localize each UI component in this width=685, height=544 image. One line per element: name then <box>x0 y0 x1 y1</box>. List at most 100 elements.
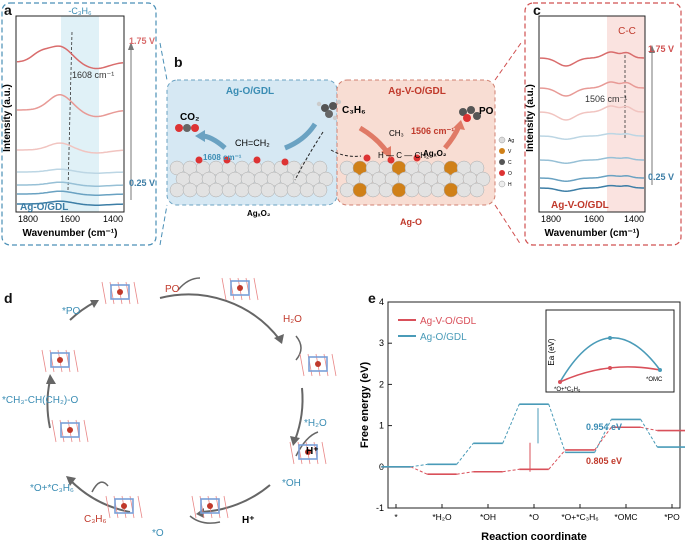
c-spectrum-curve <box>539 174 644 182</box>
lattice-line <box>191 495 197 519</box>
e-energy-connector <box>410 463 428 468</box>
cluster-frame <box>50 352 70 368</box>
b-reactant: C₃H₆ <box>342 105 366 116</box>
d-star-h2o: *H₂O <box>304 418 327 429</box>
c3h6-molecule <box>316 99 342 121</box>
cluster-frame <box>200 498 220 514</box>
e-xlabel: Reaction coordinate <box>481 531 587 543</box>
b-right-title: Ag-V-O/GDL <box>388 86 446 97</box>
e-xtick-label: *OH <box>480 512 496 522</box>
cluster-o-atom <box>315 361 321 367</box>
d-h-plus-1: H⁺ <box>306 446 319 457</box>
e-xtick-label: * <box>394 512 398 522</box>
b-left-title: Ag-O/GDL <box>226 86 274 97</box>
c-spectrum-curve <box>539 184 644 192</box>
lattice-line <box>41 349 47 373</box>
ag-atom <box>221 182 237 198</box>
a-ylabel: Intensity (a.u.) <box>2 84 13 152</box>
panel-letter-a: a <box>4 2 12 18</box>
b-h-c-ch2: H — C — CH₂ <box>378 151 429 160</box>
panel-d-cycle: PO H₂O *H₂O H⁺ *OH H⁺ *O C₃H₆ *O+*C₃H₆ *… <box>2 277 337 539</box>
ag-atom <box>247 182 263 198</box>
b-ch-ch2: CH=CH₂ <box>235 138 270 148</box>
b-atom-legend: Ag V C O H <box>498 136 514 188</box>
cluster-frame <box>230 280 250 296</box>
c-xtick-1: 1800 <box>541 214 561 224</box>
cluster-frame <box>110 284 130 300</box>
o-atom <box>195 156 203 164</box>
panel-letter-c: c <box>533 2 541 18</box>
ag-atom <box>286 182 302 198</box>
a-spectrum-curve <box>17 142 124 154</box>
co2-molecule <box>175 124 199 132</box>
e-ytick-label: 1 <box>379 421 384 431</box>
cluster-o-atom <box>207 503 213 509</box>
a-catalyst-label: Ag-O/GDL <box>20 202 68 213</box>
ag-atom <box>260 182 276 198</box>
b-po: PO <box>479 106 494 117</box>
a-spectrum-curve <box>17 200 124 206</box>
e-energy-connector <box>502 403 520 444</box>
lattice-line <box>105 495 111 519</box>
c-bottom-voltage: 0.25 V <box>648 172 674 182</box>
e-energy-connector <box>548 404 566 453</box>
c-xtick-2: 1600 <box>584 214 604 224</box>
panel-letter-b: b <box>174 54 183 70</box>
e-legend-series-2: Ag-O/GDL <box>420 332 467 343</box>
ag-atom <box>234 182 250 198</box>
d-star-oh: *OH <box>282 478 301 489</box>
ag-atom <box>430 182 446 198</box>
lattice-line <box>321 441 327 465</box>
d-h-plus-2: H⁺ <box>242 515 255 526</box>
o-atom <box>387 156 395 164</box>
ag-atom <box>182 182 198 198</box>
cluster-frame <box>298 444 318 460</box>
d-h2o: H₂O <box>283 314 302 325</box>
a-bottom-voltage: 0.25 V <box>129 178 155 188</box>
e-energy-connector <box>640 419 658 448</box>
panel-letter-e: e <box>368 290 376 306</box>
a-xtick-1: 1800 <box>18 214 38 224</box>
e-xtick-label: *OMC <box>614 512 637 522</box>
e-xtick-label: *O+*C₃H₆ <box>561 512 598 522</box>
c-xlabel: Wavenumber (cm⁻¹) <box>545 228 640 239</box>
e-annot-2: 0.805 eV <box>586 456 622 466</box>
cluster-o-atom <box>57 357 63 363</box>
c-ylabel: Intensity (a.u.) <box>525 84 536 152</box>
o-atom <box>363 154 371 162</box>
c-spectrum-curve <box>539 132 644 140</box>
e-xtick-label: *H₂O <box>432 512 452 522</box>
a-spectrum-curve <box>17 190 124 196</box>
b-right-surface: AgₓO₂ <box>423 149 447 158</box>
d-star-o: *O <box>152 528 164 539</box>
e-energy-connector <box>594 419 612 453</box>
o-atom <box>253 156 261 164</box>
lattice-line <box>51 419 57 443</box>
panel-e-free-energy-chart: -101234 **H₂O*OH*O*O+*C₃H₆*OMC*PO Free e… <box>359 297 685 543</box>
e-xtick-label: *PO <box>664 512 680 522</box>
panel-c-spectrum: 1800 1600 1400 Wavenumber (cm⁻¹) Intensi… <box>524 2 682 246</box>
ag-atom <box>208 182 224 198</box>
po-molecule <box>459 106 481 122</box>
ag-atom <box>299 182 315 198</box>
lattice-line <box>253 277 259 301</box>
e-energy-connector <box>456 443 474 465</box>
lattice-line <box>73 349 79 373</box>
e-inset-start: *O+*C₃H₆ <box>554 387 581 393</box>
ag-atom <box>417 182 433 198</box>
b-ch3: CH₃ <box>389 129 404 138</box>
lattice-line <box>223 495 229 519</box>
a-spectrum-curve <box>17 168 124 174</box>
e-annot-1: 0.954 eV <box>586 422 622 432</box>
c-top-voltage: 1.75 V <box>648 44 674 54</box>
lattice-line <box>83 419 89 443</box>
e-energy-connector <box>502 468 520 473</box>
svg-text:Ag: Ag <box>508 138 514 144</box>
cluster-frame <box>308 356 328 372</box>
a-spectrum-curve <box>17 94 124 118</box>
cluster-o-atom <box>67 427 73 433</box>
cluster-frame <box>60 422 80 438</box>
lattice-line <box>331 353 337 377</box>
e-ytick-label: 2 <box>379 379 384 389</box>
svg-text:H: H <box>508 182 512 188</box>
